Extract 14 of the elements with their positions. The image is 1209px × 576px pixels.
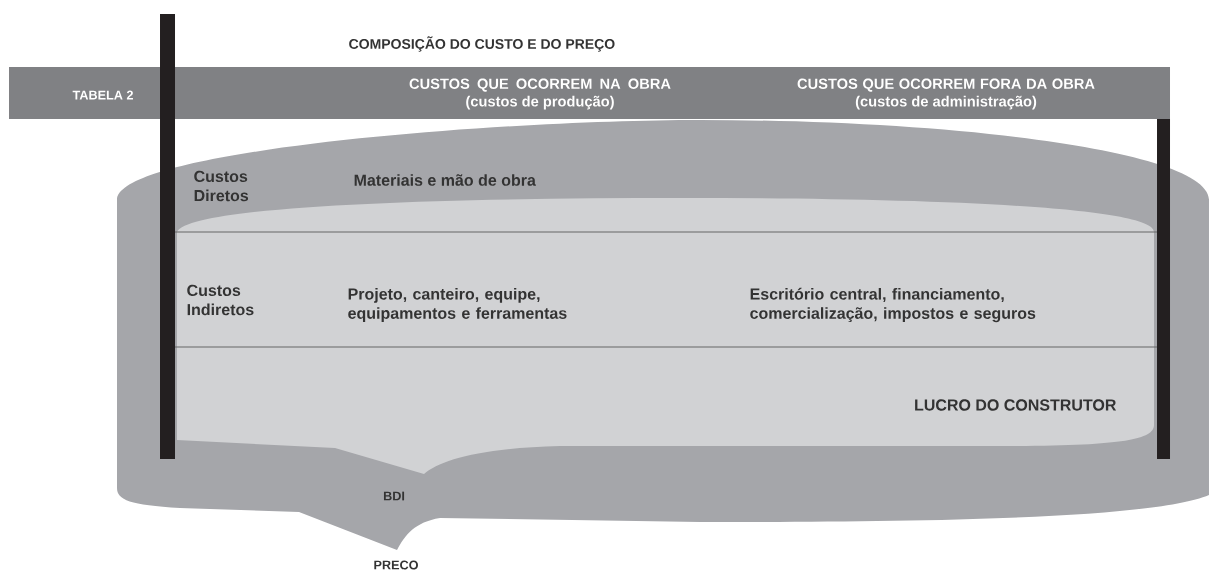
header-bar: [9, 67, 1170, 119]
price-label: PRECO: [374, 560, 418, 570]
cell-text: Escritório central, financiamento, comercialização, impostos e seguros: [750, 287, 1036, 323]
cell-text: Projeto, canteiro, equipe, equipamentos e ferramentas: [348, 287, 567, 323]
row-label: Custos Indiretos: [187, 284, 254, 316]
cell-text: LUCRO DO CONSTRUTOR: [915, 399, 1117, 411]
table-label: TABELA 2: [72, 90, 133, 100]
node-text: Custos Indiretos Projeto, canteiro, equipe, equipamentos e ferramentas Escritório central, financiamento, comercialização, impostos e seguros: [187, 284, 1036, 323]
column-header: CUSTOS QUE OCORREM NA OBRA (custos de produção): [409, 78, 671, 110]
column-header: CUSTOS QUE OCORREM FORA DA OBRA (custos de administração): [797, 78, 1095, 110]
bdi-label: BDI: [383, 491, 405, 501]
title: COMPOSIÇÃO DO CUSTO E DO PREÇO: [349, 36, 615, 52]
cell-text: Materiais e mão de obra: [354, 174, 536, 186]
row-label: Custos Diretos: [194, 170, 249, 202]
